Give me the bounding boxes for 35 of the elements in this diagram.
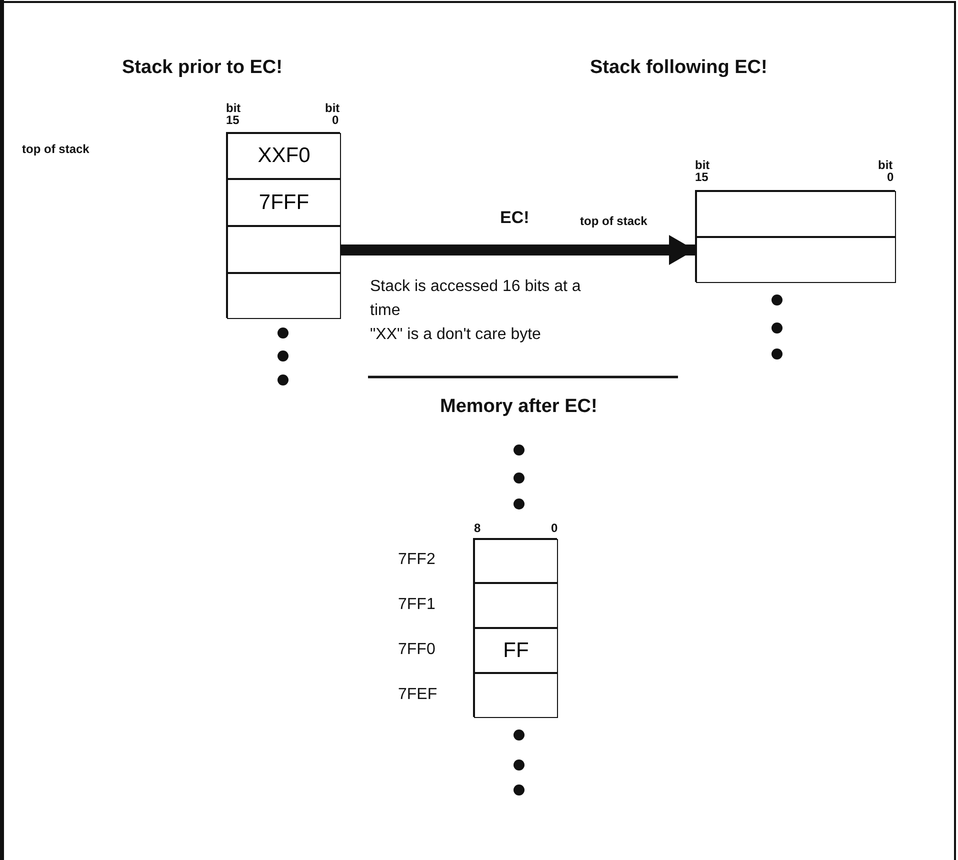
memory-cell [227, 273, 341, 319]
address-label: 7FF0 [398, 641, 436, 659]
note-text: "XX" is a don't care byte [370, 325, 542, 345]
bit-number: 0 [332, 114, 339, 126]
note-text: Stack is accessed 16 bits at a time [370, 277, 582, 321]
stack-column [473, 538, 557, 717]
bit-label: bit [325, 102, 340, 114]
bit-number: 15 [226, 114, 240, 126]
section-heading: Memory after EC! [440, 396, 598, 418]
stack-column [695, 190, 895, 282]
stack-cell: 7FFF [227, 179, 341, 226]
bit-number: 15 [695, 171, 708, 183]
memory-cell [474, 583, 558, 628]
section-heading: Stack prior to EC! [122, 57, 282, 79]
section-heading: Stack following EC! [590, 57, 768, 79]
memory-cell [696, 237, 896, 283]
stack-pointer-label: top of stack [22, 142, 90, 156]
stack-cell: FF [474, 628, 558, 673]
bit-label: bit [878, 159, 893, 171]
stack-pointer-label: top of stack [580, 214, 648, 228]
memory-cell [696, 191, 896, 237]
address-label: 7FF2 [398, 551, 436, 569]
bit-number: 8 [474, 522, 481, 534]
stack-column [226, 132, 340, 318]
memory-cell [474, 539, 558, 583]
bit-number: 0 [887, 171, 894, 183]
bit-label: bit [695, 159, 710, 171]
address-label: 7FF1 [398, 596, 436, 614]
memory-cell [227, 226, 341, 273]
address-label: 7FEF [398, 686, 438, 704]
memory-cell [474, 673, 558, 718]
stack-cell: XXF0 [227, 133, 341, 179]
arrow [340, 235, 695, 265]
bit-label: bit [226, 102, 241, 114]
bit-number: 0 [551, 522, 558, 534]
